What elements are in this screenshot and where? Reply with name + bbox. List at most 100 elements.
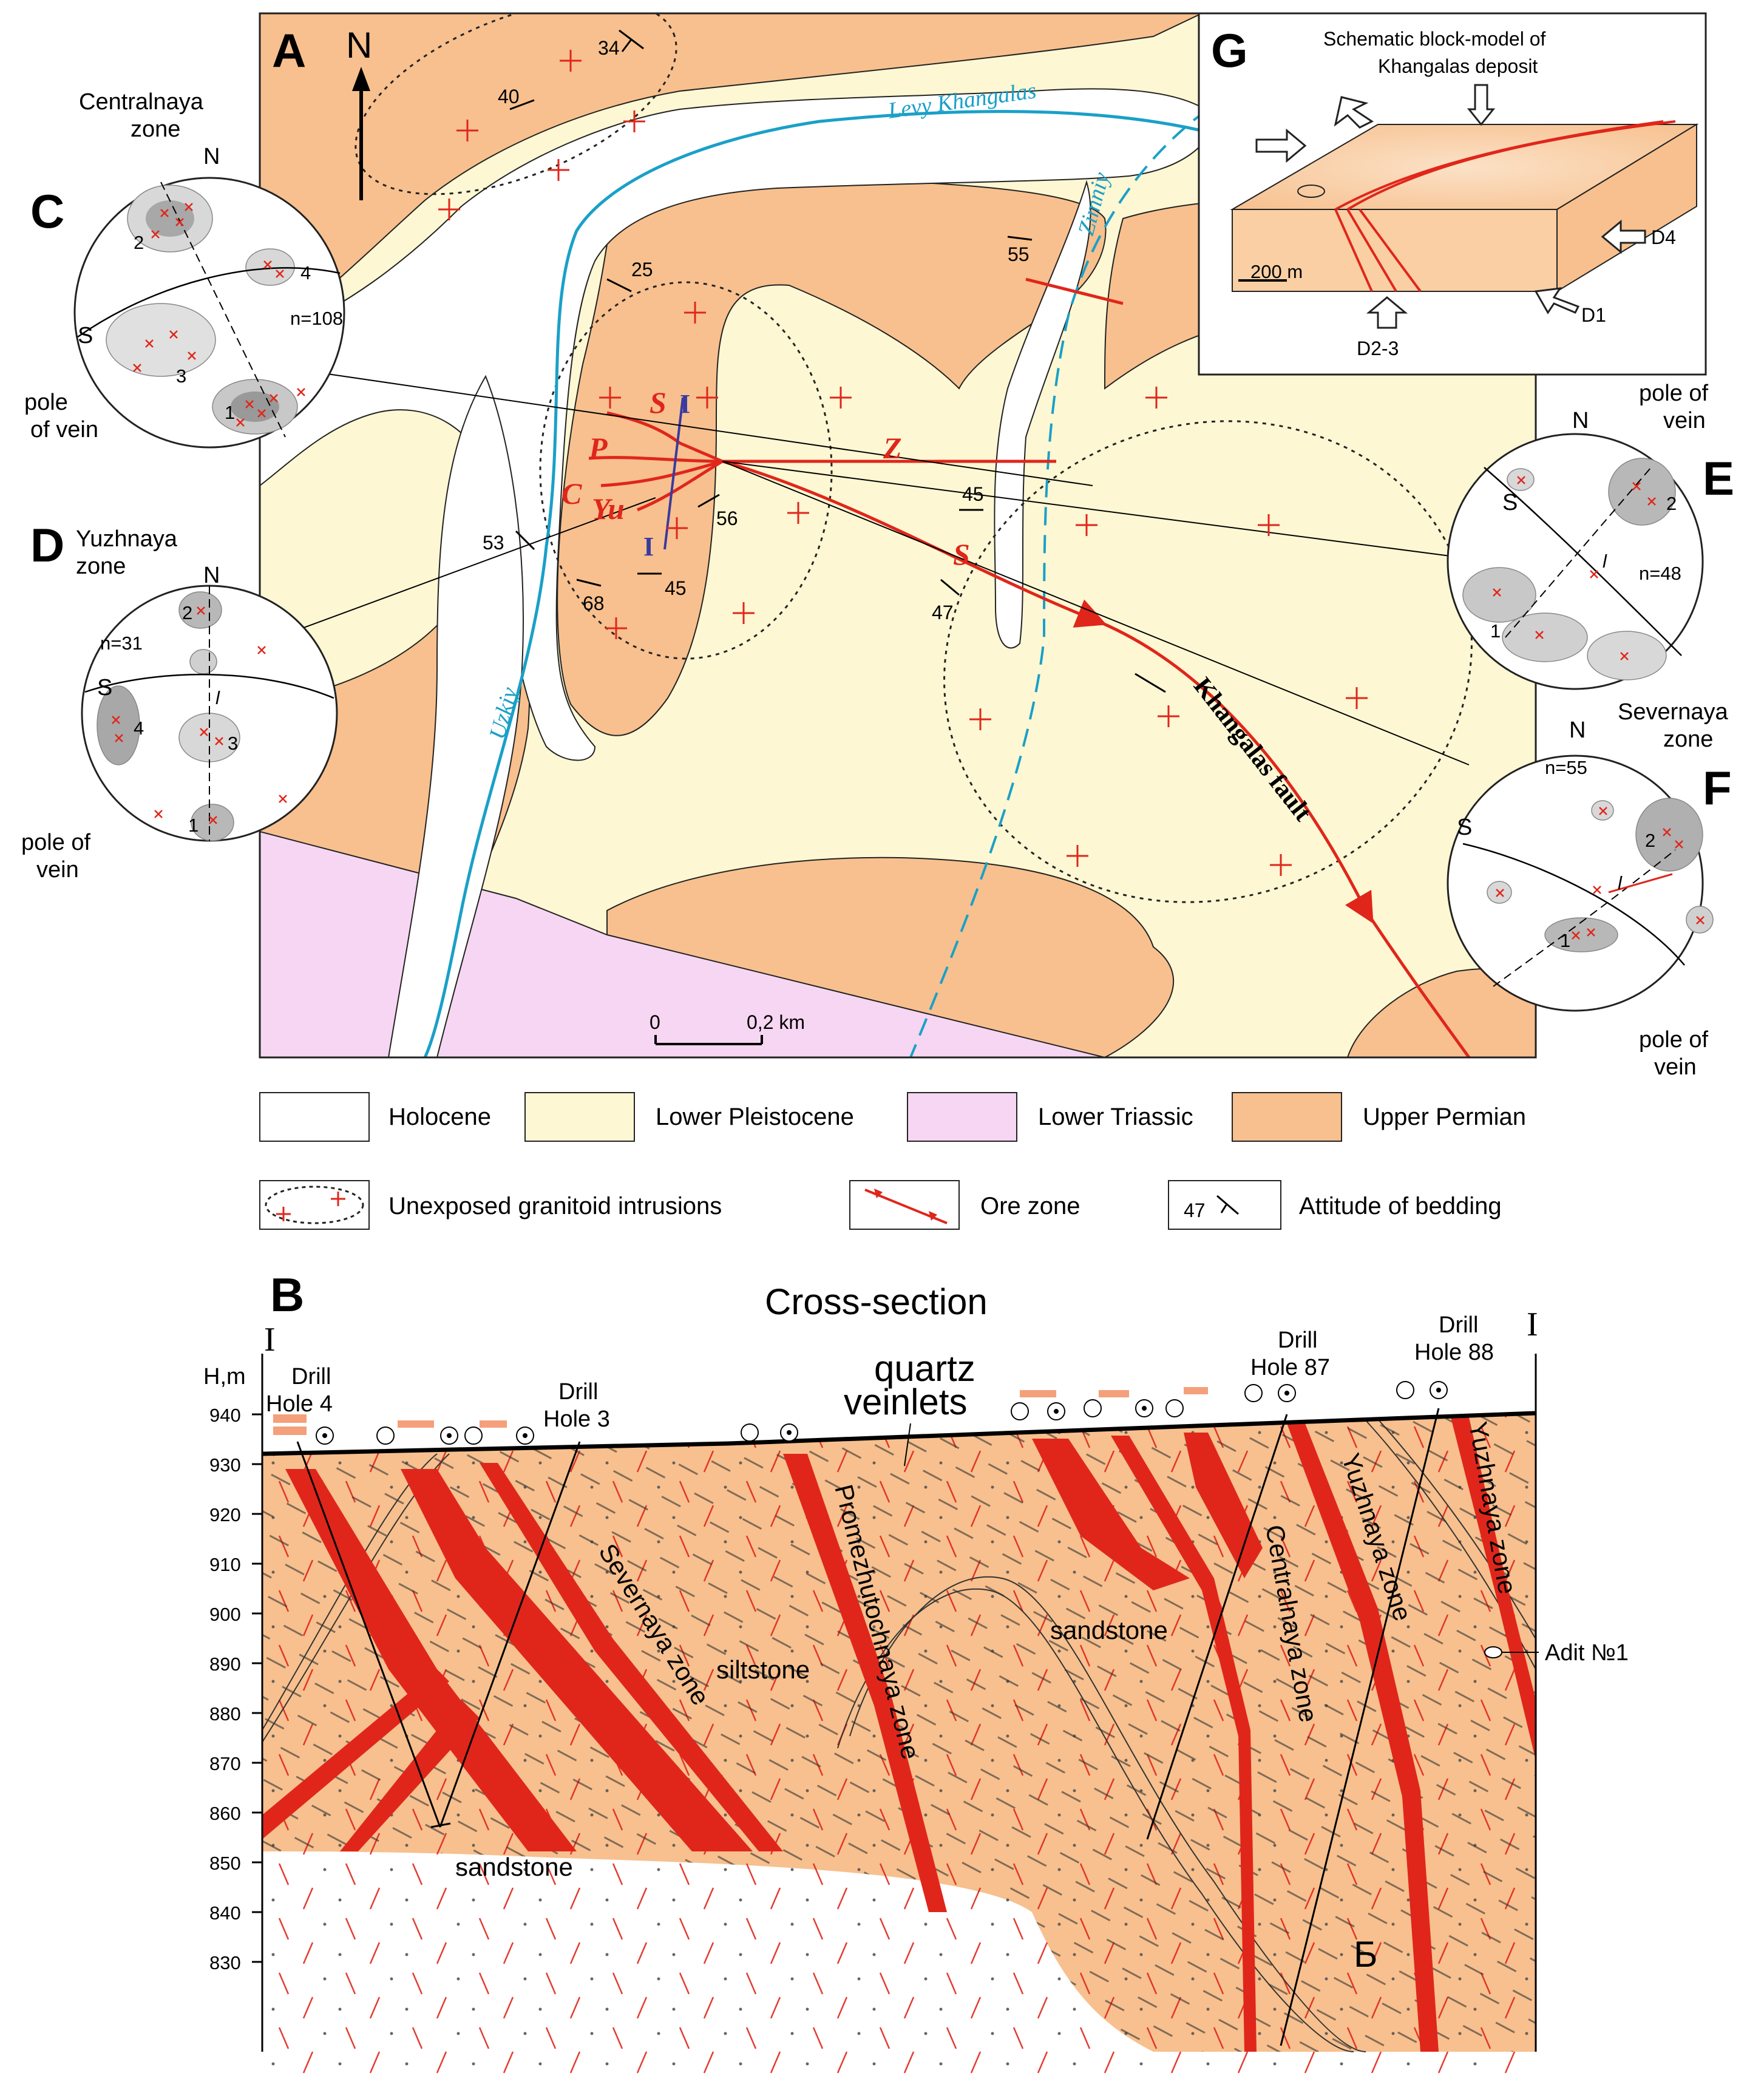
- block-model-panel: G Schematic block-model of Khangalas dep…: [1198, 12, 1707, 376]
- panel-letter-d: D: [30, 518, 64, 572]
- drill87-label-1: Drill: [1278, 1328, 1317, 1353]
- north-label: N: [346, 25, 372, 66]
- quartz-label-1: quartz: [874, 1348, 975, 1389]
- cluster-label: 3: [228, 733, 238, 754]
- cluster-label: 1: [188, 815, 198, 836]
- ore-letter-s1: S: [650, 385, 667, 419]
- surface-symbols: [316, 1381, 1448, 1445]
- section-end-right: I: [1527, 1306, 1538, 1343]
- stereonet-c-title-2: zone: [131, 117, 180, 142]
- cluster-label: 1: [225, 402, 235, 423]
- cluster-label: 2: [1666, 493, 1677, 514]
- legend: Holocene Lower Pleistocene Lower Triassi…: [259, 1092, 1526, 1230]
- ore-letter-yu: Yu: [592, 492, 625, 526]
- ore-letter-s2: S: [953, 537, 970, 571]
- block-arrow-d23: D2-3: [1357, 338, 1399, 359]
- section-line: [663, 397, 684, 550]
- ore-zones: [588, 277, 1471, 1057]
- rock-label-siltstone: siltstone: [716, 1655, 810, 1684]
- stereonet-d-pole-1: pole of: [21, 830, 91, 855]
- ground-surface: [262, 1411, 1536, 1456]
- legend-swatch-pleistocene: [524, 1092, 635, 1142]
- legend-triassic: Lower Triassic: [1038, 1104, 1193, 1130]
- legend-pleistocene: Lower Pleistocene: [656, 1104, 854, 1130]
- dip-label: 53: [483, 532, 504, 554]
- permian-unit: [260, 13, 1203, 341]
- ore-letter-p: P: [588, 431, 608, 465]
- rock-label-sandstone-1: sandstone: [1050, 1616, 1168, 1644]
- stereonet-d-title-1: Yuzhnaya: [76, 526, 178, 552]
- axis-label: H,m: [203, 1364, 246, 1389]
- surface-bars: [273, 1387, 1208, 1435]
- block-arrow-d1: D1: [1581, 304, 1606, 326]
- river-levy-khangalas: [423, 110, 1215, 1057]
- cluster-label: 2: [134, 232, 144, 253]
- stereonet-c: C Centralnaya zone N S n=108 2 3 4 1 pol…: [24, 89, 345, 449]
- axis-tick-label: 870: [209, 1753, 241, 1774]
- stereonet-c-pole-2: of vein: [30, 417, 98, 443]
- stereonet-e-south: S: [1502, 490, 1518, 515]
- axis-tick-label: 920: [209, 1504, 241, 1525]
- dip-label: 25: [631, 259, 653, 280]
- stereonet-d: D Yuzhnaya zone N S n=31 l 2 3 4 1 pole …: [21, 518, 338, 883]
- block-title-line1: Schematic block-model of: [1323, 28, 1545, 50]
- drill4-label-1: Drill: [291, 1364, 331, 1389]
- drill3-label-2: Hole 3: [543, 1406, 610, 1432]
- stereonet-e-pole-1: pole of: [1639, 381, 1709, 406]
- granitoid-crosses: [438, 50, 1368, 876]
- axis-tick-label: 900: [209, 1604, 241, 1625]
- river-zimniy: [909, 108, 1209, 1057]
- rock-label-sandstone-2: sandstone: [455, 1853, 573, 1881]
- ore-letter-z: Z: [883, 431, 902, 465]
- cluster-label: 4: [134, 717, 144, 739]
- block-scale-label: 200 m: [1250, 261, 1303, 282]
- quartz-label-2: veinlets: [844, 1382, 967, 1422]
- cluster-label: 4: [300, 262, 311, 283]
- granitoid-intrusion: [539, 281, 833, 660]
- stereonet-f-title-2: zone: [1663, 727, 1713, 752]
- letter-b-cyrillic: Б: [1354, 1934, 1377, 1975]
- drill88-label-2: Hole 88: [1414, 1340, 1494, 1365]
- drill-holes: [296, 1408, 1440, 2046]
- section-mark-south: I: [643, 532, 654, 561]
- north-arrow-head: [352, 67, 370, 91]
- stereonet-d-pole-2: vein: [36, 857, 79, 883]
- cluster-label: 1: [1560, 930, 1570, 951]
- stereonet-c-title-1: Centralnaya: [79, 89, 204, 115]
- panel-letter-g: G: [1211, 24, 1248, 77]
- stereonet-e-pole-2: vein: [1663, 408, 1706, 433]
- legend-ore-zone: Ore zone: [980, 1193, 1080, 1219]
- adit-label: Adit №1: [1545, 1640, 1629, 1666]
- dip-label: 68: [583, 592, 605, 614]
- axis-tick-label: 890: [209, 1654, 241, 1675]
- stereonet-d-north: N: [203, 563, 220, 588]
- section-mark-north: I: [680, 389, 690, 419]
- legend-granitoid: Unexposed granitoid intrusions: [388, 1193, 722, 1219]
- legend-permian: Upper Permian: [1363, 1104, 1526, 1130]
- holocene-valley: [994, 180, 1091, 649]
- stereonet-e: E N S n=48 l 1 2 pole of vein: [1447, 381, 1734, 690]
- block-arrow-d4: D4: [1651, 226, 1676, 248]
- stereonet-f: F Severnaya zone N S n=55 l 1 2 pole of …: [1447, 699, 1732, 1080]
- drill87-label-2: Hole 87: [1250, 1355, 1330, 1380]
- stereonet-f-south: S: [1457, 815, 1472, 840]
- panel-letter-b: B: [270, 1268, 304, 1321]
- adit-marker: [1484, 1646, 1502, 1658]
- axis-tick-label: 860: [209, 1803, 241, 1824]
- stereonet-e-l: l: [1603, 551, 1607, 572]
- legend-swatch-granitoid: [259, 1180, 370, 1230]
- panel-letter-e: E: [1703, 452, 1734, 505]
- legend-swatch-triassic: [907, 1092, 1017, 1142]
- axis-tick-label: 910: [209, 1554, 241, 1575]
- panel-letter-c: C: [30, 185, 64, 238]
- stereonet-c-south: S: [78, 323, 93, 348]
- axis-tick-label: 930: [209, 1454, 241, 1476]
- dip-label: 47: [932, 602, 954, 623]
- section-end-left: I: [264, 1321, 276, 1359]
- stereonet-f-pole-2: vein: [1654, 1054, 1697, 1080]
- stereonet-f-title-1: Severnaya: [1618, 699, 1729, 725]
- axis-tick-label: 880: [209, 1703, 241, 1725]
- legend-swatch-permian: [1232, 1092, 1342, 1142]
- axis-ticks: [252, 1413, 262, 1963]
- panel-letter-f: F: [1703, 761, 1732, 815]
